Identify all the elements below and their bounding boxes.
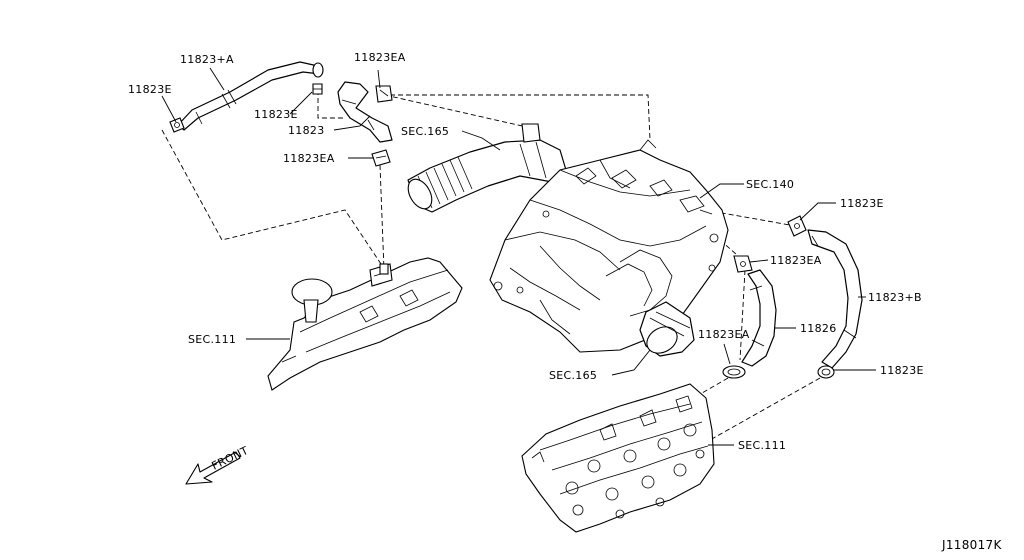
label-hose-11823: 11823 <box>288 124 325 137</box>
label-clamp-11823ea-left: 11823EA <box>283 152 335 165</box>
clamp-11823e-right-top[interactable] <box>787 215 807 237</box>
label-sec111-left: SEC.111 <box>188 333 236 346</box>
part-labels: 11823+A 11823E 11823EA 11823E 11823 SEC.… <box>128 51 1002 552</box>
label-clamp-11823ea-top: 11823EA <box>354 51 406 64</box>
label-sec111-bottom: SEC.111 <box>738 439 786 452</box>
label-front: FRONT <box>210 444 251 473</box>
rocker-cover-left-sec111 <box>267 257 463 391</box>
label-clamp-11823ea-bottom: 11823EA <box>698 328 750 341</box>
label-hose-11826: 11826 <box>800 322 837 335</box>
clamp-11823ea-bottom[interactable] <box>722 365 746 379</box>
intake-manifold <box>489 139 729 353</box>
label-hose-11823-b: 11823+B <box>868 291 922 304</box>
label-sec140: SEC.140 <box>746 178 794 191</box>
clamp-11823e-left[interactable] <box>169 117 185 133</box>
label-sec165-bottom: SEC.165 <box>549 369 597 382</box>
hose-11823-b[interactable] <box>807 229 863 369</box>
clamp-11823ea-right[interactable] <box>733 255 753 273</box>
leader-lines <box>161 67 876 446</box>
hose-11823[interactable] <box>337 81 393 143</box>
label-clamp-11823e-left: 11823E <box>128 83 172 96</box>
label-clamp-11823e-mid: 11823E <box>254 108 298 121</box>
clamp-11823e-mid[interactable] <box>312 83 323 95</box>
air-duct-sec165-top <box>407 123 567 213</box>
label-clamp-11823e-right-top: 11823E <box>840 197 884 210</box>
clamp-11823ea-left[interactable] <box>371 149 391 167</box>
clamp-11823ea-top[interactable] <box>375 85 393 103</box>
rocker-cover-bottom-sec111 <box>521 383 715 533</box>
label-clamp-11823ea-right: 11823EA <box>770 254 822 267</box>
label-hose-11823-a: 11823+A <box>180 53 234 66</box>
label-diagram-id: J118017K <box>941 538 1002 552</box>
label-clamp-11823e-right-bottom: 11823E <box>880 364 924 377</box>
hose-11823-a[interactable] <box>177 61 324 131</box>
clamp-11823e-right-bottom[interactable] <box>817 365 835 379</box>
air-duct-sec165-bottom <box>639 301 695 357</box>
hose-11826[interactable] <box>741 269 777 367</box>
front-arrow-icon <box>185 451 241 485</box>
label-sec165-top: SEC.165 <box>401 125 449 138</box>
dashed-connection-lines <box>161 90 821 441</box>
